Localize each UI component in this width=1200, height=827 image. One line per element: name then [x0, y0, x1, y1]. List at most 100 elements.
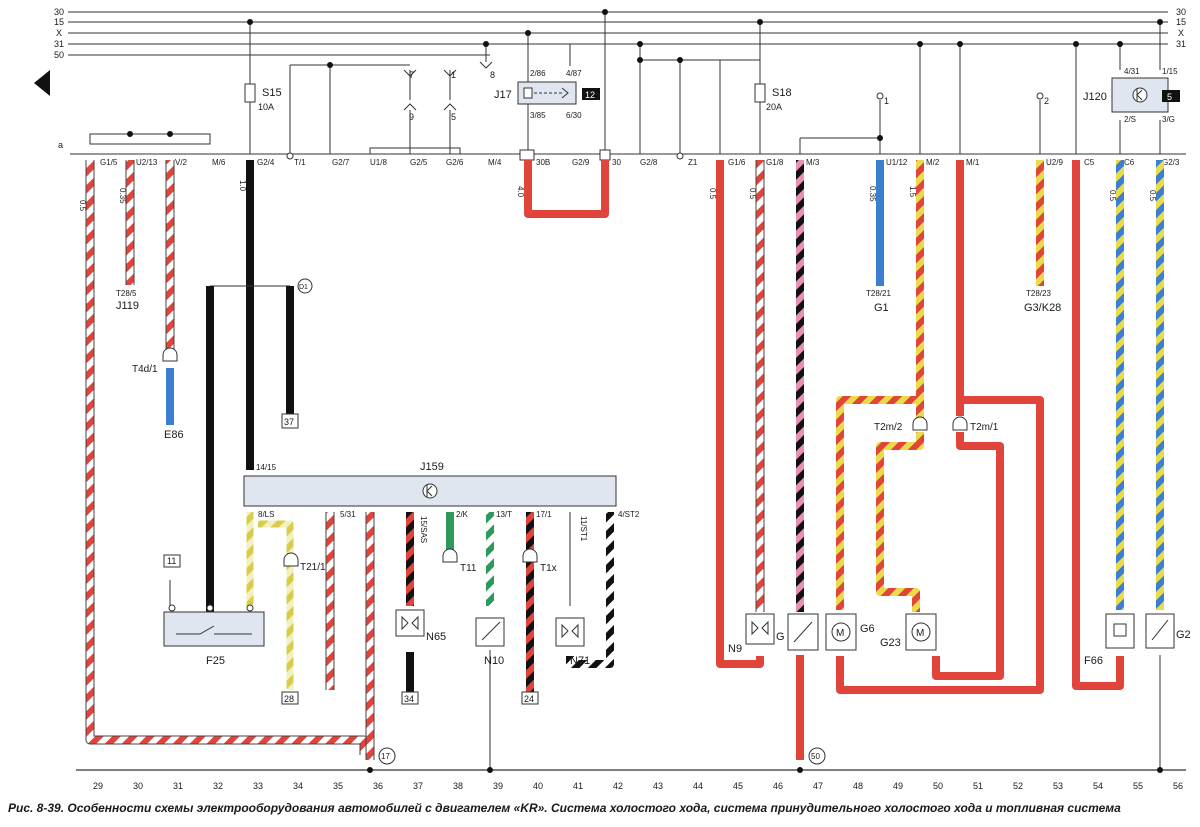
fuse-s15-name: S15 [262, 87, 282, 99]
bus-label-x-right: X [1178, 28, 1184, 38]
ground-number: 30 [133, 781, 143, 791]
relay-j17-name: J17 [494, 89, 512, 101]
ground-number: 41 [573, 781, 583, 791]
motor-g6: M [825, 613, 857, 651]
ref-pin-1: 1 [884, 96, 889, 106]
j159-pin-top: 14/15 [256, 463, 277, 472]
t2m2-label: T2m/2 [874, 422, 903, 433]
wiring-diagram: 30 15 X 31 50 30 15 X 31 a [34, 7, 1191, 791]
bus-label-31-right: 31 [1176, 39, 1186, 49]
fuse-s15: S15 10A [244, 83, 282, 112]
fuse-s18-name: S18 [772, 87, 792, 99]
relay-j120-pin-4-31: 4/31 [1124, 67, 1140, 76]
sensor-g2 [1145, 613, 1175, 649]
n10-label: N10 [484, 655, 504, 667]
ground-number: 40 [533, 781, 543, 791]
valve-n65 [395, 609, 425, 637]
ground-number: 56 [1173, 781, 1183, 791]
ground-number: 45 [733, 781, 743, 791]
conn-g2-5: G2/5 [410, 158, 428, 167]
t1x-label: T1x [540, 563, 557, 574]
ref-34: 34 [404, 694, 414, 704]
bus-lines [68, 11, 1168, 56]
continuation-arrow-icon [34, 70, 50, 96]
j159-pin-2-k: 2/K [456, 510, 469, 519]
wire-size-29: 0.5 [78, 200, 87, 212]
ref-37: 37 [284, 417, 294, 427]
conn-m-6: M/6 [212, 158, 226, 167]
relay-j120-pin-3-g: 3/G [1162, 115, 1175, 124]
pump-f66 [1105, 613, 1135, 649]
bus-label-50: 50 [54, 50, 64, 60]
ground-number: 29 [93, 781, 103, 791]
j159-pin-5-31: 5/31 [340, 510, 356, 519]
fuse-s18-rating: 20A [766, 102, 782, 112]
wire-size-46: 0.5 [748, 188, 757, 200]
t11-label: T11 [460, 563, 477, 574]
switch-pin-7: 7 [409, 70, 414, 80]
ground-number: 35 [333, 781, 343, 791]
j159-pin-8-ls: 8/LS [258, 510, 274, 519]
switch-pin-5: 5 [451, 112, 456, 122]
relay-j17-pin-86: 2/86 [530, 69, 546, 78]
ref-17: 17 [381, 752, 390, 761]
bus-label-x: X [56, 28, 62, 38]
g-label: G [776, 631, 785, 643]
ground-number: 44 [693, 781, 703, 791]
j159-label: J159 [420, 461, 444, 473]
conn-g2-8: G2/8 [640, 158, 658, 167]
bus-label-15-right: 15 [1176, 17, 1186, 27]
control-unit-j159: J159 14/15 8/LS 5/31 15/SAS 2/K 13/T 17/… [243, 461, 640, 543]
bus-label-15: 15 [54, 17, 64, 27]
wire-size-j17: 4.0 [516, 186, 525, 198]
ground-number: 51 [973, 781, 983, 791]
ground-number: 46 [773, 781, 783, 791]
ground-number: 48 [853, 781, 863, 791]
connector-labels: G1/5 U2/13 V/2 M/6 G2/4 T/1 G2/7 U1/8 G2… [100, 158, 1180, 167]
conn-g1-5: G1/5 [100, 158, 118, 167]
ground-number: 36 [373, 781, 383, 791]
conn-g2-9: G2/9 [572, 158, 590, 167]
ref-50: 50 [811, 752, 820, 761]
switch-pin-1: 1 [451, 70, 456, 80]
wire-a-label: a [58, 140, 63, 150]
relay-j17-pin-87: 4/87 [566, 69, 582, 78]
wires [85, 160, 1164, 770]
ground-number: 32 [213, 781, 223, 791]
wire-size-55: 0.5 [1108, 190, 1117, 202]
t4d-label: T4d/1 [132, 364, 158, 375]
relay-j17-number: 12 [585, 90, 595, 100]
relay-j17: J17 12 2/86 4/87 3/85 6/30 [494, 69, 600, 120]
conn-g1-8: G1/8 [766, 158, 784, 167]
t2m1-label: T2m/1 [970, 422, 999, 433]
conn-g2-7: G2/7 [332, 158, 350, 167]
conn-z1: Z1 [688, 158, 698, 167]
motor-g23: M [905, 613, 937, 651]
conn-m-1: M/1 [966, 158, 980, 167]
relay-j120-name: J120 [1083, 91, 1107, 103]
wire-size-30: 0.35 [118, 188, 127, 204]
sensor-g [787, 613, 819, 651]
conn-v-2: V/2 [175, 158, 188, 167]
wire-size-45: 0.5 [708, 188, 717, 200]
conn-30b: 30B [536, 158, 550, 167]
valve-n71 [555, 617, 585, 647]
t21-label: T21/1 [300, 562, 326, 573]
relay-j17-pin-30: 6/30 [566, 111, 582, 120]
conn-u2-9: U2/9 [1046, 158, 1063, 167]
bus-label-30: 30 [54, 7, 64, 17]
j159-pin-17-1: 17/1 [536, 510, 552, 519]
ground-number: 53 [1053, 781, 1063, 791]
ref-28: 28 [284, 694, 294, 704]
relay-j17-pin-85: 3/85 [530, 111, 546, 120]
fuse-s15-rating: 10A [258, 102, 274, 112]
conn-g2-6: G2/6 [446, 158, 464, 167]
ground-number: 34 [293, 781, 303, 791]
d1-ref: D1 [299, 284, 308, 291]
n65-label: N65 [426, 631, 446, 643]
g3k28-pin-label: T28/23 [1026, 289, 1051, 298]
figure-caption: Рис. 8-39. Особенности схемы электрообор… [8, 801, 1121, 815]
relay-j120-pin-1-15: 1/15 [1162, 67, 1178, 76]
e86-label: E86 [164, 429, 184, 441]
conn-u1-8: U1/8 [370, 158, 387, 167]
